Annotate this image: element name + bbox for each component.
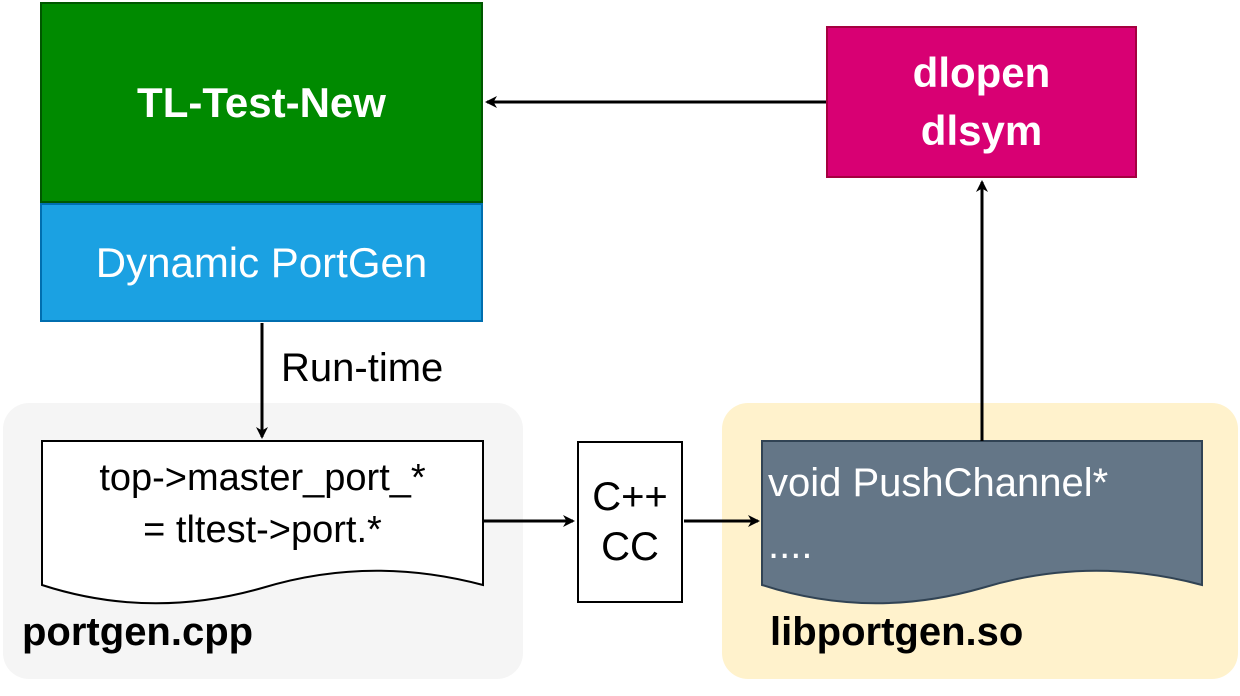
compiler-box: C++ CC: [577, 441, 683, 603]
portgen-cpp-code-line: top->master_port_*: [99, 457, 426, 499]
portgen-cpp-code-line: = tltest->port.*: [143, 509, 382, 551]
portgen-cpp-code: top->master_port_* = tltest->port.*: [42, 452, 483, 556]
dlopen-label: dlopen: [912, 49, 1051, 96]
libportgen-so-document: [761, 440, 1203, 605]
compiler-cpp-label: C++: [592, 475, 668, 519]
libportgen-so-code-line: ....: [768, 523, 813, 567]
dlopen-dlsym-box: dlopen dlsym: [826, 26, 1137, 178]
libportgen-so-code-line: void PushChannel*: [768, 461, 1109, 505]
tl-test-new-box: TL-Test-New: [40, 2, 483, 203]
portgen-cpp-document: [41, 440, 484, 605]
compiler-cc-label: CC: [601, 525, 659, 569]
dynamic-portgen-box: Dynamic PortGen: [40, 203, 483, 322]
tl-test-new-label: TL-Test-New: [137, 78, 386, 126]
libportgen-so-filename: libportgen.so: [770, 610, 1024, 654]
runtime-edge-label: Run-time: [281, 346, 444, 390]
dlsym-label: dlsym: [920, 107, 1043, 154]
portgen-cpp-filename: portgen.cpp: [22, 610, 254, 654]
libportgen-so-code: void PushChannel* ....: [768, 452, 1108, 576]
dynamic-portgen-label: Dynamic PortGen: [95, 238, 428, 286]
